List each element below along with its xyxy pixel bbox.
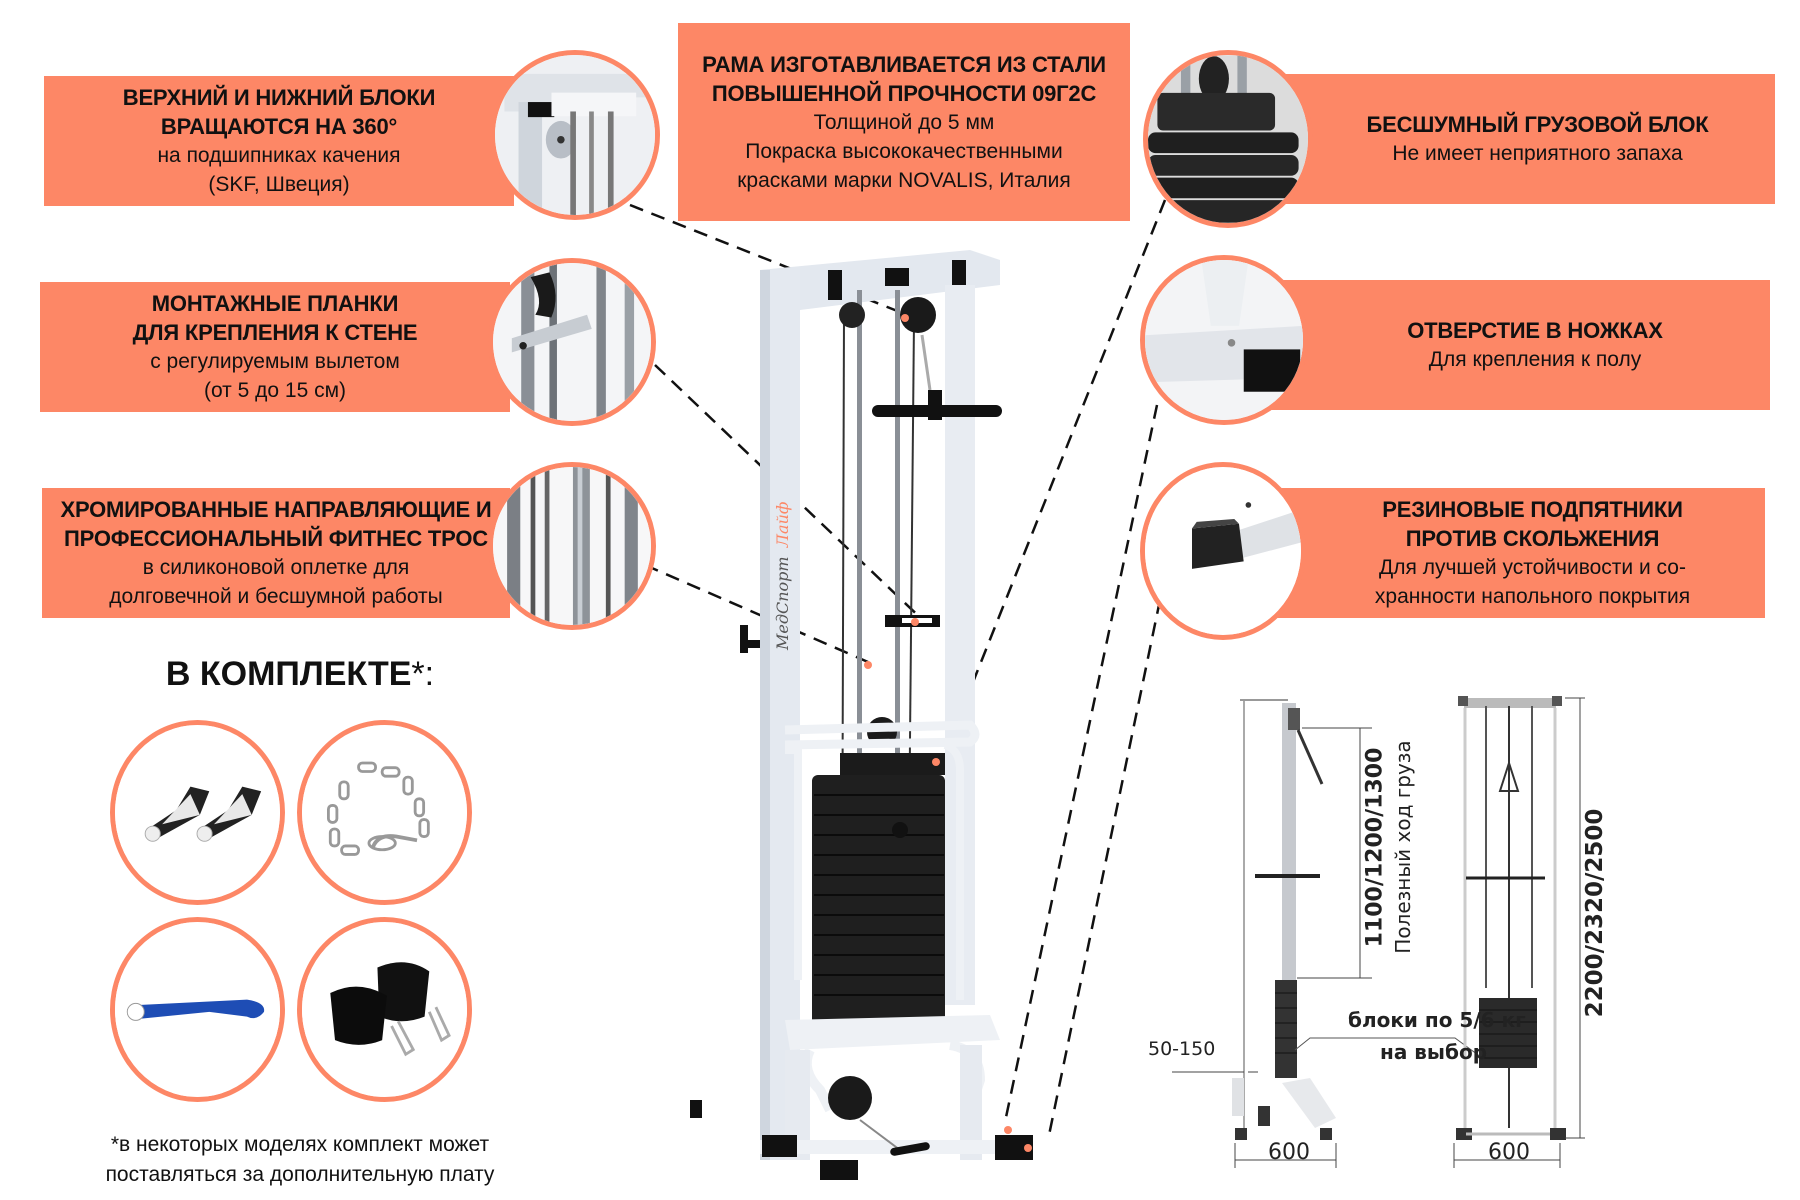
frame-cap: [885, 268, 909, 286]
feature-rubber-feet: РЕЗИНОВЫЕ ПОДПЯТНИКИ ПРОТИВ СКОЛЬЖЕНИЯ Д…: [1240, 488, 1765, 618]
feature-frame: РАМА ИЗГОТАВЛИВАЕТСЯ ИЗ СТАЛИ ПОВЫШЕННОЙ…: [678, 23, 1130, 221]
feature-subtitle: на подшипниках качения: [157, 144, 401, 167]
wall-plate-foot: [690, 1100, 702, 1118]
kit-title-suffix: *:: [411, 655, 435, 693]
dimension-travel-label-wrap: Полезный ход груза: [1383, 740, 1423, 960]
detail-circle-guides: [488, 462, 656, 630]
feature-title: ВРАЩАЮТСЯ НА 360°: [160, 114, 398, 139]
feature-title: ВЕРХНИЙ И НИЖНИЙ БЛОКИ: [122, 85, 436, 110]
guide-rod: [857, 290, 862, 970]
rubber-foot: [820, 1160, 858, 1180]
feature-title: РАМА ИЗГОТАВЛИВАЕТСЯ ИЗ СТАЛИ: [702, 51, 1106, 77]
feature-subtitle: (SKF, Швеция): [208, 173, 350, 196]
ankle-cuffs-icon: [302, 922, 467, 1097]
kit-item-strap: [110, 917, 285, 1102]
dimension-diagrams: [1172, 696, 1585, 1168]
dimension-blocks-line1: блоки по 5/6 кг: [1348, 1008, 1526, 1032]
feature-title: ОТВЕРСТИЕ В НОЖКАХ: [1407, 318, 1663, 343]
feature-title: ДЛЯ КРЕПЛЕНИЯ К СТЕНЕ: [132, 320, 418, 345]
weight-pin: [892, 822, 908, 838]
feature-mounting-plates: МОНТАЖНЫЕ ПЛАНКИ ДЛЯ КРЕПЛЕНИЯ К СТЕНЕ с…: [40, 282, 510, 412]
feature-silent-weight: БЕСШУМНЫЙ ГРУЗОВОЙ БЛОК Не имеет неприят…: [1240, 74, 1775, 204]
dimension-travel-label: Полезный ход груза: [1391, 740, 1415, 954]
callout-dot: [911, 618, 919, 626]
feature-title: ХРОМИРОВАННЫЕ НАПРАВЛЯЮЩИЕ И: [60, 497, 492, 522]
side-view-diagram: [1172, 699, 1486, 1168]
chain-icon: [302, 725, 467, 900]
pulley-detail-icon: [495, 55, 655, 215]
frame-cap: [952, 260, 966, 288]
kit-footnote: *в некоторых моделях комплект может пост…: [40, 1130, 560, 1190]
dimension-wall-offset: 50-150: [1148, 1038, 1216, 1060]
bottom-pulley: [828, 1076, 872, 1120]
brand-logo: МедСпорт Лайф: [773, 502, 792, 651]
feature-subtitle: долговечной и бесшумной работы: [109, 585, 443, 608]
kit-item-handles: [110, 720, 285, 905]
weight-stack: [812, 775, 945, 1025]
handles-icon: [115, 725, 280, 900]
feature-title: БЕСШУМНЫЙ ГРУЗОВОЙ БЛОК: [1366, 112, 1709, 137]
leg-hole-detail-icon: [1145, 260, 1303, 420]
top-pulley: [900, 297, 936, 333]
guard-rail: [784, 720, 980, 750]
kit-footnote-line: поставляться за дополнительную плату: [105, 1163, 495, 1186]
callout-dot: [1004, 1126, 1012, 1134]
front-view-diagram: [1453, 696, 1585, 1168]
detail-circle-rubber-foot: [1140, 462, 1306, 640]
detail-circle-weight: [1143, 50, 1313, 228]
feature-title: РЕЗИНОВЫЕ ПОДПЯТНИКИ: [1382, 497, 1683, 522]
kit-title: В КОМПЛЕКТЕ*:: [80, 655, 520, 694]
callout-dot: [932, 758, 940, 766]
feature-subtitle: Для крепления к полу: [1428, 348, 1642, 371]
feature-subtitle: Не имеет неприятного запаха: [1392, 142, 1683, 165]
callout-dot: [1024, 1144, 1032, 1152]
top-pulley: [839, 302, 865, 328]
dimension-height-wrap: 2200/2320/2500: [1575, 780, 1615, 1050]
feature-chrome-guides: ХРОМИРОВАННЫЕ НАПРАВЛЯЮЩИЕ И ПРОФЕССИОНА…: [42, 488, 510, 618]
kit-item-chain: [297, 720, 472, 905]
feature-upper-lower-blocks: ВЕРХНИЙ И НИЖНИЙ БЛОКИ ВРАЩАЮТСЯ НА 360°…: [44, 76, 514, 206]
dimension-height: 2200/2320/2500: [1582, 808, 1608, 1018]
dimension-width: 600: [1488, 1140, 1530, 1165]
feature-subtitle: Покраска высококачественными: [745, 139, 1063, 163]
strap-icon: [115, 922, 280, 1097]
feature-subtitle: в силиконовой оплетке для: [142, 556, 410, 579]
feature-subtitle: хранности напольного покрытия: [1374, 585, 1691, 608]
weight-top-plate: [840, 753, 945, 775]
feature-subtitle: Толщиной до 5 мм: [813, 110, 995, 134]
cable-machine-illustration: МедСпорт Лайф: [690, 250, 1033, 1180]
rubber-foot-detail-icon: [1145, 467, 1301, 635]
callout-dot: [864, 661, 872, 669]
kit-item-ankle-cuffs: [297, 917, 472, 1102]
rubber-foot: [762, 1135, 797, 1157]
feature-title: МОНТАЖНЫЕ ПЛАНКИ: [151, 291, 399, 316]
guide-rod: [895, 290, 900, 970]
feature-leg-holes: ОТВЕРСТИЕ В НОЖКАХ Для крепления к полу: [1240, 280, 1770, 410]
chrome-guides-detail-icon: [493, 467, 651, 625]
feature-title: ПРОФЕССИОНАЛЬНЫЙ ФИТНЕС ТРОС: [64, 526, 488, 551]
frame-top: [760, 250, 1000, 310]
dimension-blocks-line2: на выбор: [1380, 1040, 1488, 1064]
detail-circle-leg-hole: [1140, 255, 1308, 425]
frame-base: [785, 1015, 1000, 1050]
feature-subtitle: красками марки NOVALIS, Италия: [737, 168, 1071, 192]
callout-dot: [901, 314, 909, 322]
dimension-depth: 600: [1268, 1140, 1310, 1165]
kit-footnote-line: *в некоторых моделях комплект может: [110, 1133, 490, 1156]
frame-cap: [828, 270, 842, 300]
kit-title-text: В КОМПЛЕКТЕ: [165, 655, 412, 693]
feature-subtitle: Для лучшей устойчивости и со-: [1379, 556, 1686, 579]
detail-circle-mounting: [488, 258, 656, 426]
detail-circle-pulley: [490, 50, 660, 220]
feature-title: ПОВЫШЕННОЙ ПРОЧНОСТИ 09Г2С: [711, 80, 1097, 106]
wall-plate: [740, 625, 748, 653]
mounting-plate-detail-icon: [493, 263, 651, 421]
weight-stack-detail-icon: [1148, 55, 1308, 223]
brand-name-part2: Лайф: [773, 502, 792, 549]
feature-title: ПРОТИВ СКОЛЬЖЕНИЯ: [1405, 526, 1660, 551]
feature-subtitle: с регулируемым вылетом: [150, 350, 400, 373]
feature-subtitle: (от 5 до 15 см): [203, 379, 347, 402]
brand-name-part1: МедСпорт: [773, 556, 792, 651]
